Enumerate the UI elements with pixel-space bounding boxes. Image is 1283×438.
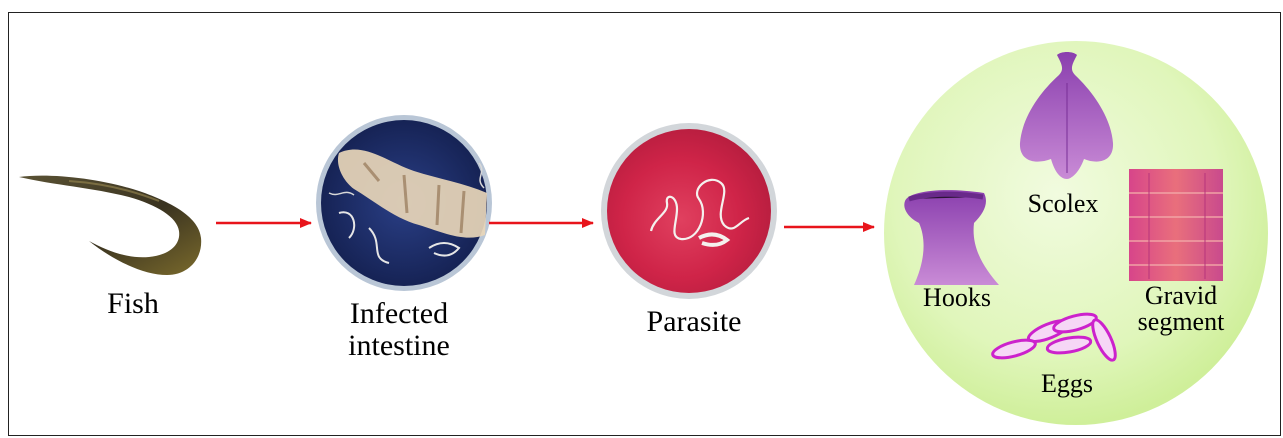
scolex-image: [1011, 52, 1119, 183]
gravid-segment-label-line1: Gravid: [1131, 283, 1231, 309]
infected-intestine-label-line2: intestine: [329, 331, 469, 361]
eggs-label: Eggs: [1027, 371, 1107, 397]
gravid-segment-label-line2: segment: [1131, 309, 1231, 335]
fish-image: [19, 176, 201, 275]
diagram-frame: Fish Infected intestine Parasite Scolex …: [8, 12, 1281, 436]
hooks-label: Hooks: [911, 285, 1003, 311]
infected-intestine-label-line1: Infected: [329, 299, 469, 329]
parasite-label: Parasite: [629, 307, 759, 337]
fish-label: Fish: [93, 289, 173, 319]
scolex-label: Scolex: [1013, 191, 1113, 217]
parasite-image: [601, 123, 777, 299]
gravid-segment-image: [1129, 169, 1223, 281]
infected-intestine-image: [316, 115, 492, 291]
